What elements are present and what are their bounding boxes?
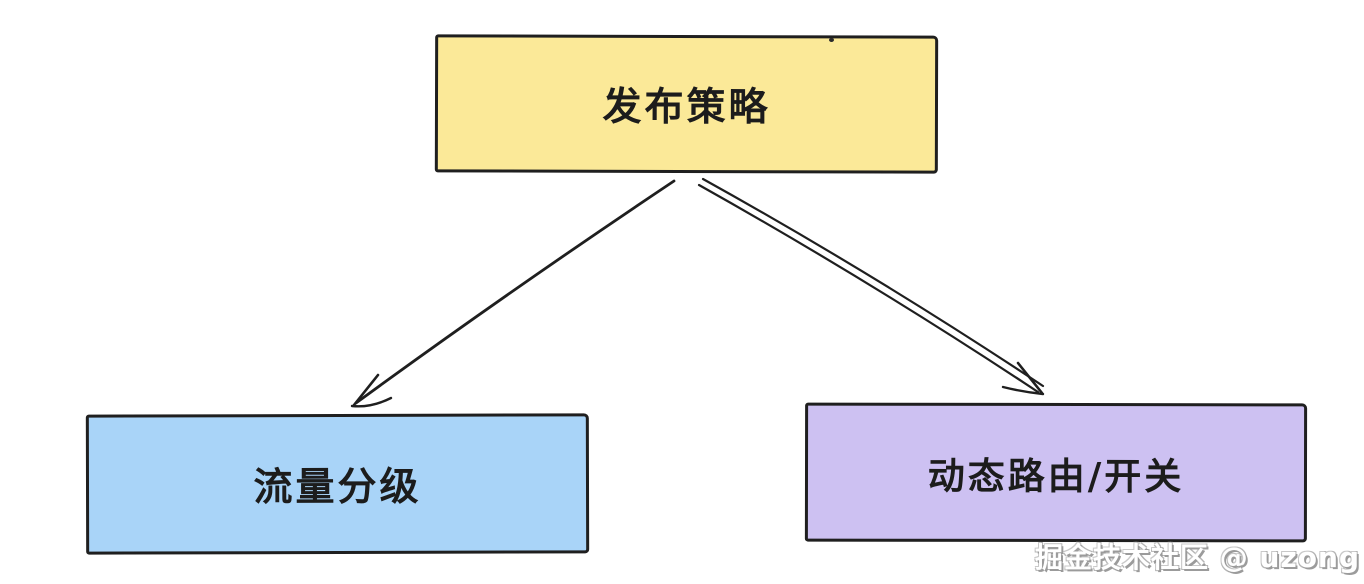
watermark: 掘金技术社区 @ uzong	[1035, 541, 1360, 574]
arrow-root-to-left-child	[350, 179, 676, 408]
node-release-strategy-label: 发布策略	[602, 84, 771, 131]
node-dynamic-routing-switch-label: 动态路由/开关	[927, 454, 1185, 498]
ink-dot	[829, 38, 834, 42]
node-release-strategy[interactable]: 发布策略	[434, 34, 939, 174]
arrow-root-to-right-child	[697, 177, 1045, 396]
node-traffic-grading-label: 流量分级	[253, 464, 422, 511]
node-dynamic-routing-switch[interactable]: 动态路由/开关	[804, 402, 1308, 543]
node-traffic-grading[interactable]: 流量分级	[85, 413, 590, 555]
